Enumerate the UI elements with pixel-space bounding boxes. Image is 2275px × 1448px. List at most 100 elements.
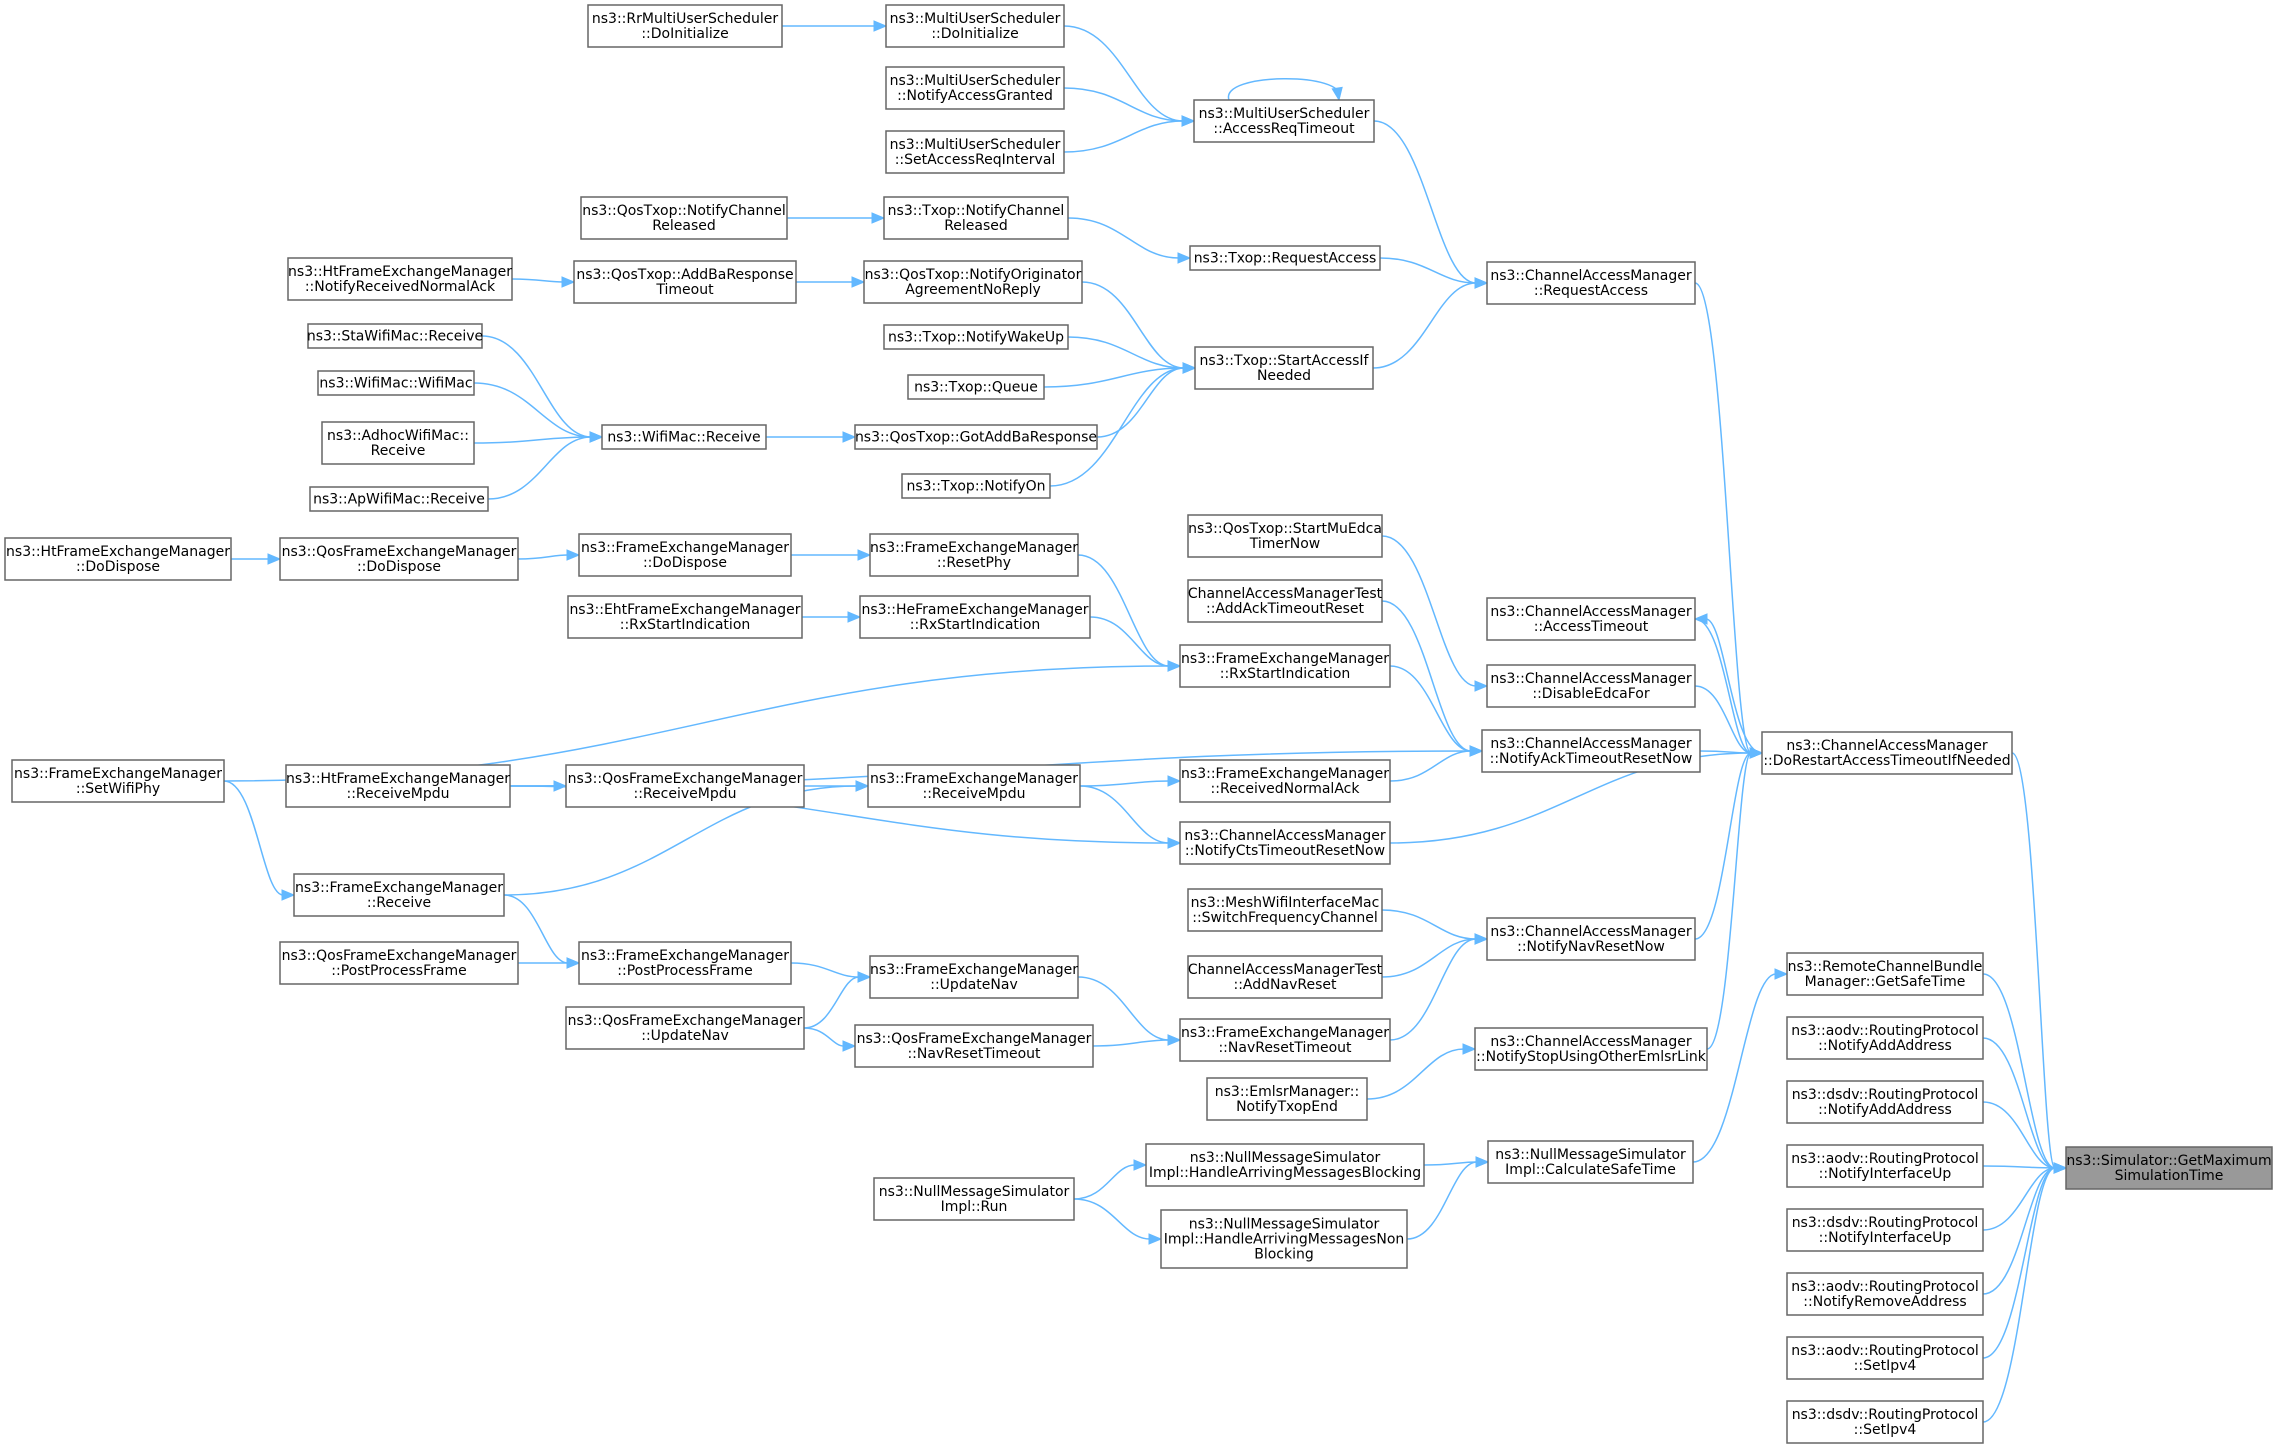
call-edge-n_txop_notifyon-to-n_txop_startacc <box>1049 362 1197 487</box>
function-node-mus-doinit[interactable]: ns3::MultiUserScheduler::DoInitialize <box>885 4 1065 48</box>
node-label-line: ns3::RrMultiUserScheduler <box>592 11 778 27</box>
function-node-mus-acc[interactable]: ns3::MultiUserScheduler::AccessReqTimeou… <box>1193 99 1375 143</box>
edge-line <box>1063 25 1184 122</box>
function-node-wifimac-rx[interactable]: ns3::WifiMac::Receive <box>601 424 767 450</box>
function-node-camtest-ack[interactable]: ChannelAccessManagerTest::AddAckTimeoutR… <box>1187 579 1383 623</box>
function-node-wifimac-wifimac[interactable]: ns3::WifiMac::WifiMac <box>317 370 475 396</box>
edge-line <box>1694 282 1752 754</box>
call-edge-n_htfem_dodispose-to-n_qosfem_dodispose <box>230 553 282 565</box>
function-node-mus-notifyacc[interactable]: ns3::MultiUserScheduler::NotifyAccessGra… <box>885 66 1065 110</box>
function-node-txop-reqaccess[interactable]: ns3::Txop::RequestAccess <box>1189 245 1381 271</box>
node-box <box>2065 1146 2273 1190</box>
function-node-cam-disable[interactable]: ns3::ChannelAccessManager::DisableEdcaFo… <box>1486 664 1696 708</box>
function-node-cam-ctsreset[interactable]: ns3::ChannelAccessManager::NotifyCtsTime… <box>1179 821 1391 865</box>
edge-arrowhead <box>1462 1043 1477 1055</box>
function-node-qosfem-dodispose[interactable]: ns3::QosFrameExchangeManager::DoDispose <box>279 537 519 581</box>
edge-arrowhead <box>1469 745 1484 757</box>
function-node-qosfem-postproc[interactable]: ns3::QosFrameExchangeManager::PostProces… <box>279 941 519 985</box>
function-node-fem-setwifiphy[interactable]: ns3::FrameExchangeManager::SetWifiPhy <box>11 759 225 803</box>
function-node-fem-postproc[interactable]: ns3::FrameExchangeManager::PostProcessFr… <box>578 941 792 985</box>
edge-arrowhead <box>1167 837 1182 849</box>
function-node-fem-rxstart[interactable]: ns3::FrameExchangeManager::RxStartIndica… <box>1179 644 1391 688</box>
function-node-aodv-ipv4[interactable]: ns3::aodv::RoutingProtocol::SetIpv4 <box>1786 1336 1984 1380</box>
node-label-line: ::SetIpv4 <box>1854 1358 1917 1374</box>
function-node-txop-queue[interactable]: ns3::Txop::Queue <box>907 374 1045 400</box>
function-node-fem-updatenav[interactable]: ns3::FrameExchangeManager::UpdateNav <box>869 955 1079 999</box>
function-node-cam-navreset[interactable]: ns3::ChannelAccessManager::NotifyNavRese… <box>1486 917 1696 961</box>
function-node-hefem-rxstart[interactable]: ns3::HeFrameExchangeManager::RxStartIndi… <box>859 595 1091 639</box>
function-node-nms-nonblocking[interactable]: ns3::NullMessageSimulatorImpl::HandleArr… <box>1160 1209 1408 1269</box>
function-node-fem-dodispose[interactable]: ns3::FrameExchangeManager::DoDispose <box>578 533 792 577</box>
edge-line <box>1081 281 1185 369</box>
function-node-rr-doinit[interactable]: ns3::RrMultiUserScheduler::DoInitialize <box>587 4 783 48</box>
node-label-line: ::ReceiveMpdu <box>347 786 450 802</box>
function-node-camtest-nav[interactable]: ChannelAccessManagerTest::AddNavReset <box>1187 955 1383 999</box>
node-label-line: ns3::ApWifiMac::Receive <box>313 492 485 508</box>
function-node-cam-ackreset[interactable]: ns3::ChannelAccessManager::NotifyAckTime… <box>1481 729 1701 773</box>
node-box <box>854 424 1098 450</box>
function-node-nms-blocking[interactable]: ns3::NullMessageSimulatorImpl::HandleArr… <box>1145 1143 1425 1187</box>
node-box <box>901 473 1051 499</box>
node-label-line: ::NotifyCtsTimeoutResetNow <box>1185 843 1385 859</box>
function-node-aodv-remaddr[interactable]: ns3::aodv::RoutingProtocol::NotifyRemove… <box>1786 1272 1984 1316</box>
function-node-htfem-dodispose[interactable]: ns3::HtFrameExchangeManager::DoDispose <box>4 537 232 581</box>
function-node-qos-notifyorig[interactable]: ns3::QosTxop::NotifyOriginatorAgreementN… <box>863 260 1083 304</box>
function-node-dorestart[interactable]: ns3::ChannelAccessManager::DoRestartAcce… <box>1761 731 2013 775</box>
function-node-cam-stopemlsr[interactable]: ns3::ChannelAccessManager::NotifyStopUsi… <box>1474 1027 1708 1071</box>
function-node-ehtfem-rxstart[interactable]: ns3::EhtFrameExchangeManager::RxStartInd… <box>567 595 803 639</box>
node-box <box>1187 579 1383 623</box>
function-node-qos-gotaddba[interactable]: ns3::QosTxop::GotAddBaResponse <box>854 424 1098 450</box>
function-node-fem-resetphy[interactable]: ns3::FrameExchangeManager::ResetPhy <box>869 533 1079 577</box>
node-box <box>1206 1077 1368 1121</box>
function-node-txop-wakeup[interactable]: ns3::Txop::NotifyWakeUp <box>883 324 1069 350</box>
function-node-mus-setacc[interactable]: ns3::MultiUserScheduler::SetAccessReqInt… <box>885 130 1065 174</box>
node-box <box>885 4 1065 48</box>
edge-line <box>473 382 592 438</box>
function-node-fem-receive[interactable]: ns3::FrameExchangeManager::Receive <box>293 873 505 917</box>
function-node-dsdv-ifup[interactable]: ns3::dsdv::RoutingProtocol::NotifyInterf… <box>1786 1208 1984 1252</box>
node-label-line: ::DoInitialize <box>641 26 728 42</box>
function-node-txop-notifyon[interactable]: ns3::Txop::NotifyOn <box>901 473 1051 499</box>
edge-arrowhead <box>873 20 888 32</box>
node-box <box>1486 261 1696 305</box>
function-node-htfem-recvmpdu[interactable]: ns3::HtFrameExchangeManager::ReceiveMpdu <box>285 764 511 808</box>
function-node-qosfem-updatenav[interactable]: ns3::QosFrameExchangeManager::UpdateNav <box>565 1006 805 1050</box>
function-node-ap-rx[interactable]: ns3::ApWifiMac::Receive <box>309 486 489 512</box>
node-box <box>578 941 792 985</box>
node-label-line: ::ReceiveMpdu <box>923 786 1026 802</box>
function-node-cam-acctimeout[interactable]: ns3::ChannelAccessManager::AccessTimeout <box>1486 597 1696 641</box>
function-node-aodv-ifup[interactable]: ns3::aodv::RoutingProtocol::NotifyInterf… <box>1786 1144 1984 1188</box>
function-node-qosfem-navreset[interactable]: ns3::QosFrameExchangeManager::NavResetTi… <box>854 1024 1094 1068</box>
function-node-fem-recvmpdu[interactable]: ns3::FrameExchangeManager::ReceiveMpdu <box>867 764 1081 808</box>
function-node-aodv-addaddr[interactable]: ns3::aodv::RoutingProtocol::NotifyAddAdd… <box>1786 1016 1984 1060</box>
function-node-dsdv-addaddr[interactable]: ns3::dsdv::RoutingProtocol::NotifyAddAdd… <box>1786 1080 1984 1124</box>
function-node-sta-rx[interactable]: ns3::StaWifiMac::Receive <box>307 323 483 349</box>
edge-line <box>1049 367 1185 487</box>
node-label-line: ns3::Txop::StartAccessIf <box>1200 353 1370 369</box>
function-node-fem-recvnack[interactable]: ns3::FrameExchangeManager::ReceivedNorma… <box>1179 759 1391 803</box>
call-edge-n_mus_doinit-to-n_mus_acc <box>1063 25 1196 127</box>
edge-line <box>1381 909 1477 940</box>
function-node-dsdv-ipv4[interactable]: ns3::dsdv::RoutingProtocol::SetIpv4 <box>1786 1400 1984 1444</box>
function-node-mesh-switch[interactable]: ns3::MeshWifiInterfaceMac::SwitchFrequen… <box>1187 888 1383 932</box>
node-label-line: ns3::ChannelAccessManager <box>1490 671 1692 687</box>
function-node-remotebundle[interactable]: ns3::RemoteChannelBundleManager::GetSafe… <box>1786 952 1984 996</box>
node-box <box>1194 346 1374 390</box>
function-node-fem-navreset[interactable]: ns3::FrameExchangeManager::NavResetTimeo… <box>1179 1018 1391 1062</box>
node-label-line: ::SetAccessReqInterval <box>895 152 1056 168</box>
function-node-nms-calcsafe[interactable]: ns3::NullMessageSimulatorImpl::Calculate… <box>1487 1140 1694 1184</box>
function-node-adhoc-rx[interactable]: ns3::AdhocWifiMac::Receive <box>321 421 475 465</box>
function-node-cam-reqaccess[interactable]: ns3::ChannelAccessManager::RequestAccess <box>1486 261 1696 305</box>
function-node-qosfem-recvmpdu[interactable]: ns3::QosFrameExchangeManager::ReceiveMpd… <box>565 764 805 808</box>
function-node-ht-notifyack[interactable]: ns3::HtFrameExchangeManager::NotifyRecei… <box>287 257 513 301</box>
edge-arrowhead <box>267 553 282 565</box>
function-node-emlsr-txopend[interactable]: ns3::EmlsrManager::NotifyTxopEnd <box>1206 1077 1368 1121</box>
edge-line <box>481 335 592 438</box>
